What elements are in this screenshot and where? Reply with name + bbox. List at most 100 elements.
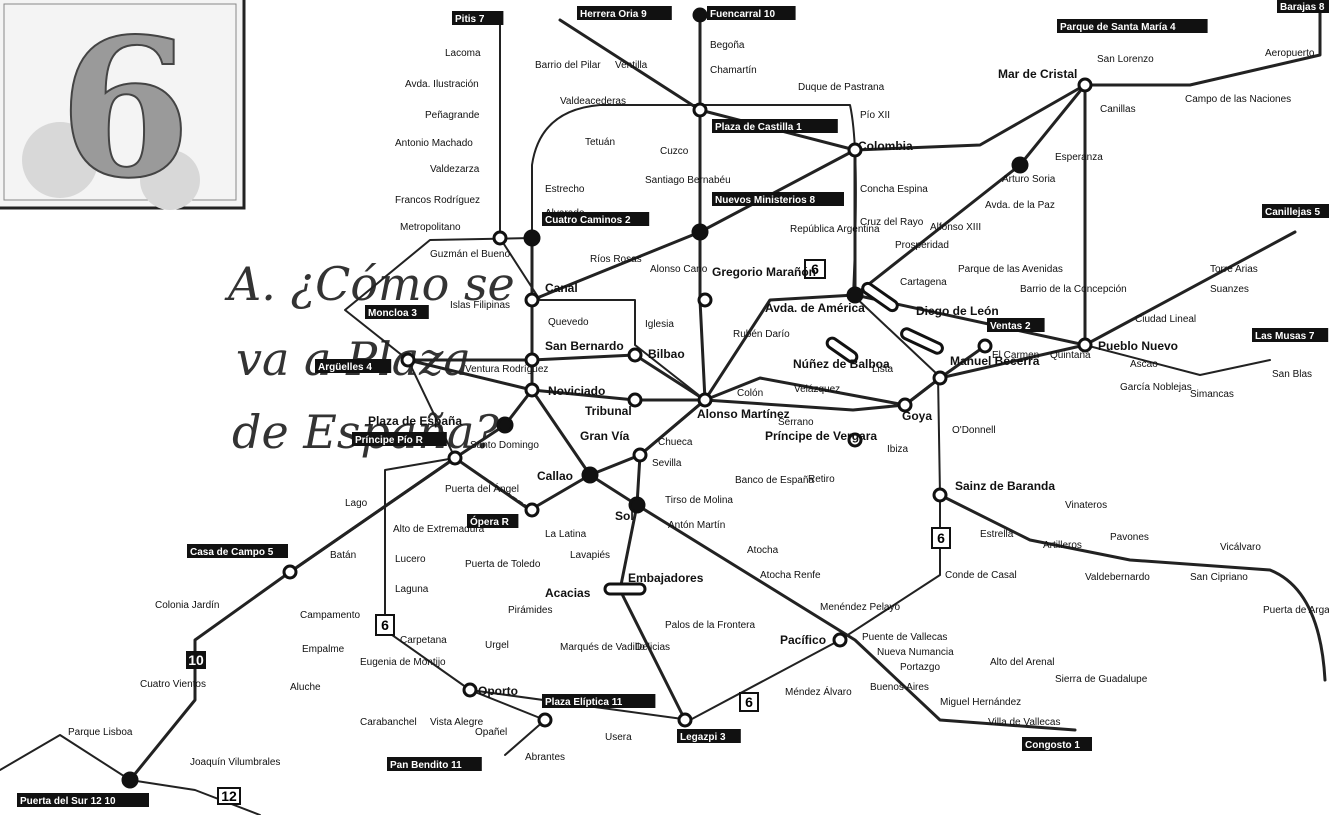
station-label: Villa de Vallecas (988, 717, 1060, 728)
station-label: Sevilla (652, 458, 682, 469)
station-label: El Carmen (992, 350, 1039, 361)
station-label: Príncipe de Vergara (765, 429, 877, 443)
station-label: Quevedo (548, 317, 589, 328)
station-label: Plaza de Castilla 1 (715, 122, 802, 133)
station-label: Begoña (710, 40, 745, 51)
station-badge (1022, 737, 1092, 751)
line-9-east (938, 493, 1327, 682)
station-label: Metropolitano (400, 222, 461, 233)
station-label: Alfonso XIII (930, 222, 981, 233)
station-label: Valdebernardo (1085, 572, 1150, 583)
line-markers: 6 6 6 10 12 6 (186, 259, 951, 805)
station-badge (542, 694, 656, 708)
station-label: Ibiza (887, 444, 909, 455)
station-label: Gregorio Marañón (712, 265, 816, 279)
station-label: Argüelles 4 (318, 362, 372, 373)
station-label: Colón (737, 388, 763, 399)
station-label: República Argentina (790, 224, 880, 235)
station-label: Pueblo Nuevo (1098, 339, 1178, 353)
station-label: Campamento (300, 610, 360, 621)
line-marker: 6 (804, 259, 826, 279)
station-label: Abrantes (525, 752, 565, 763)
station-badge (365, 305, 429, 319)
station-label: Oporto (478, 684, 518, 698)
station-label: Tirso de Molina (665, 495, 733, 506)
station-badge (315, 359, 392, 373)
station-label: Ríos Rosas (590, 254, 642, 265)
station-label: Santiago Bernabéu (645, 175, 731, 186)
station-label: Menéndez Pelayo (820, 602, 900, 613)
station-label: Pitis 7 (455, 14, 485, 25)
corner-badge-number: 6 (59, 0, 191, 220)
station-label: Sainz de Baranda (955, 479, 1055, 493)
station-label: Parque de las Avenidas (958, 264, 1063, 275)
station-label: Sierra de Guadalupe (1055, 674, 1148, 685)
station-label: Barrio del Pilar (535, 60, 601, 71)
station-label: Peñagrande (425, 110, 480, 121)
station-label: Ascao (1130, 359, 1158, 370)
station-label: Carabanchel (360, 717, 417, 728)
station-label: Tribunal (585, 404, 632, 418)
station-label: O'Donnell (952, 425, 996, 436)
station-label: Antón Martín (668, 520, 725, 531)
station-label: Pacífico (780, 633, 826, 647)
station-label: Iglesia (645, 319, 674, 330)
station-label: Lucero (395, 554, 426, 565)
svg-text:6: 6 (745, 694, 753, 710)
line-marker: 6 (375, 614, 395, 636)
svg-text:6: 6 (811, 261, 819, 277)
station-label: Prosperidad (895, 240, 949, 251)
station-label: Antonio Machado (395, 138, 473, 149)
station-label: Banco de España (735, 475, 814, 486)
station-label: Chamartín (710, 65, 757, 76)
station-label: Batán (330, 550, 356, 561)
line-4 (406, 83, 1087, 412)
station-badge (17, 793, 149, 807)
station-label: Alonso Martínez (697, 407, 790, 421)
station-label: Empalme (302, 644, 345, 655)
line-1 (635, 108, 1077, 732)
station-badge (712, 119, 838, 133)
station-label: Carpetana (400, 635, 447, 646)
station-label: Chueca (658, 437, 693, 448)
station-label: Noviciado (548, 384, 605, 398)
station-label: Cruz del Rayo (860, 217, 924, 228)
station-label: Sol (615, 509, 634, 523)
station-label: Las Musas 7 (1255, 331, 1315, 342)
station-label: Esperanza (1055, 152, 1103, 163)
station-label: Pirámides (508, 605, 552, 616)
station-label: Tetuán (585, 137, 615, 148)
station-label: Ópera R (470, 515, 510, 528)
station-label: Lista (872, 364, 894, 375)
station-badge (987, 318, 1045, 332)
station-badge (1057, 19, 1208, 33)
line-marker: 6 (739, 692, 759, 712)
station-badge (1252, 328, 1329, 342)
station-badge (712, 192, 844, 206)
station-label: Barajas 8 (1280, 2, 1325, 13)
station-label: Eugenia de Montijo (360, 657, 446, 668)
station-label: Quintana (1050, 350, 1091, 361)
station-label: Ventilla (615, 60, 648, 71)
station-label: San Lorenzo (1097, 54, 1154, 65)
station-label: Cuzco (660, 146, 689, 157)
station-label: Conde de Casal (945, 570, 1017, 581)
station-label: Artilleros (1043, 540, 1082, 551)
line-7-east (1084, 344, 1271, 376)
station-badge (1262, 204, 1329, 218)
station-label: Lavapiés (570, 550, 610, 561)
line-marker: 6 (931, 527, 951, 549)
station-label: San Cipriano (1190, 572, 1248, 583)
station-label: Vicálvaro (1220, 542, 1261, 553)
station-label: Puerta de Arganda (1263, 605, 1329, 616)
station-label: Goya (902, 409, 932, 423)
station-label: Serrano (778, 417, 814, 428)
station-label: Acacias (545, 586, 591, 600)
station-label: San Blas (1272, 369, 1312, 380)
station-label: Joaquín Vilumbrales (190, 757, 280, 768)
station-label: Usera (605, 732, 632, 743)
station-label: Santo Domingo (470, 440, 539, 451)
station-label: Cuatro Caminos 2 (545, 215, 631, 226)
